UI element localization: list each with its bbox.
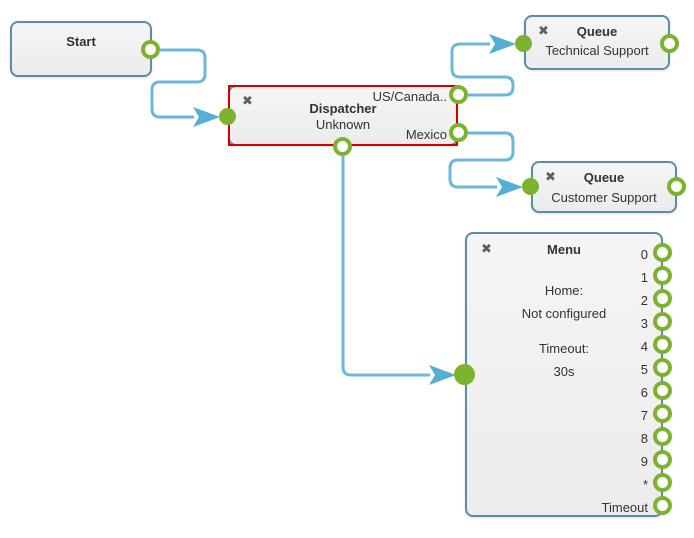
arrowhead-icon — [489, 34, 516, 54]
output-port[interactable] — [653, 335, 672, 354]
delete-node-icon[interactable]: ✖ — [481, 241, 492, 256]
menu-port-label: 1 — [640, 270, 648, 285]
input-port[interactable] — [454, 364, 475, 385]
output-port[interactable] — [653, 473, 672, 492]
node-subtitle: Customer Support — [551, 190, 657, 205]
node-title: Queue — [583, 170, 625, 185]
node-queue-technical[interactable]: ✖ Queue Technical Support — [524, 15, 670, 70]
output-port[interactable] — [653, 496, 672, 515]
arrowhead-icon — [496, 177, 523, 197]
menu-port-label: 9 — [640, 454, 648, 469]
output-port[interactable] — [667, 177, 686, 196]
menu-port-label: Timeout — [601, 500, 648, 515]
output-port[interactable] — [653, 450, 672, 469]
output-port[interactable] — [653, 243, 672, 262]
menu-port-label: 0 — [640, 247, 648, 262]
menu-port-label: 5 — [640, 362, 648, 377]
menu-timeout-label: Timeout: — [538, 341, 590, 356]
menu-timeout-value: 30s — [553, 364, 575, 379]
output-port[interactable] — [653, 358, 672, 377]
input-port[interactable] — [515, 35, 532, 52]
menu-port-label: 2 — [640, 293, 648, 308]
menu-port-label: 3 — [640, 316, 648, 331]
output-port[interactable] — [449, 85, 468, 104]
node-title: Start — [66, 34, 96, 49]
menu-home-label: Home: — [544, 283, 584, 298]
output-port[interactable] — [333, 137, 352, 156]
delete-node-icon[interactable]: ✖ — [242, 93, 253, 108]
wire-uscanada-to-queue-technical[interactable] — [450, 42, 515, 97]
wire-start-to-dispatcher[interactable] — [150, 48, 207, 119]
delete-node-icon[interactable]: ✖ — [545, 169, 556, 184]
output-port[interactable] — [653, 427, 672, 446]
menu-port-label: 8 — [640, 431, 648, 446]
input-port[interactable] — [219, 108, 236, 125]
node-queue-customer[interactable]: ✖ Queue Customer Support — [531, 161, 677, 213]
node-title: Queue — [576, 24, 618, 39]
output-port[interactable] — [449, 123, 468, 142]
menu-home-value: Not configured — [521, 306, 607, 321]
output-port[interactable] — [653, 404, 672, 423]
menu-port-label: 7 — [640, 408, 648, 423]
delete-node-icon[interactable]: ✖ — [538, 23, 549, 38]
menu-port-label: * — [642, 477, 648, 492]
menu-port-label: 4 — [640, 339, 648, 354]
output-label-mexico: Mexico — [405, 127, 447, 142]
wire-mexico-to-queue-customer[interactable] — [448, 131, 515, 189]
output-port[interactable] — [653, 312, 672, 331]
node-title: Menu — [547, 242, 581, 257]
node-start[interactable]: Start — [10, 21, 152, 77]
output-port[interactable] — [653, 266, 672, 285]
output-port[interactable] — [653, 289, 672, 308]
node-subtitle: Technical Support — [545, 43, 649, 58]
node-title: Dispatcher — [309, 101, 377, 116]
output-label-us-canada: US/Canada.. — [372, 89, 447, 104]
input-port[interactable] — [522, 178, 539, 195]
arrowhead-icon — [429, 365, 456, 385]
node-subtitle: Unknown — [315, 117, 371, 132]
wire-dispatcher-to-menu[interactable] — [341, 156, 430, 377]
node-menu[interactable]: ✖ Menu Home: Not configured Timeout: 30s… — [465, 232, 663, 517]
arrowhead-icon — [193, 107, 220, 127]
menu-port-label: 6 — [640, 385, 648, 400]
output-port[interactable] — [653, 381, 672, 400]
output-port[interactable] — [141, 40, 160, 59]
output-port[interactable] — [660, 34, 679, 53]
